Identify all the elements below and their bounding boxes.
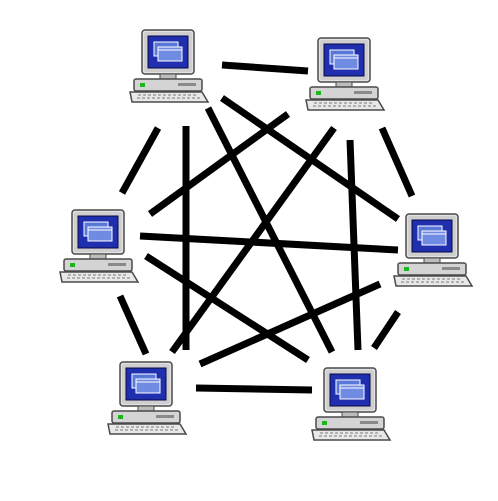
link-pc3-pc6	[144, 253, 310, 363]
computer-icon	[311, 367, 391, 441]
computer-icon	[393, 213, 473, 287]
computer-icon	[305, 37, 385, 111]
link-pc1-pc2	[221, 61, 309, 75]
computer-icon	[129, 29, 209, 103]
computer-icon	[59, 209, 139, 283]
link-pc3-pc4	[139, 232, 399, 254]
link-pc2-pc3	[147, 111, 291, 217]
links-layer	[116, 61, 416, 394]
nodes-layer	[59, 29, 473, 441]
link-pc5-pc6	[195, 384, 313, 394]
link-pc1-pc3	[118, 126, 162, 195]
link-pc4-pc5	[198, 280, 382, 368]
link-pc4-pc6	[371, 310, 401, 350]
computer-icon	[107, 361, 187, 435]
link-pc2-pc4	[378, 126, 416, 198]
link-pc3-pc5	[116, 294, 150, 356]
